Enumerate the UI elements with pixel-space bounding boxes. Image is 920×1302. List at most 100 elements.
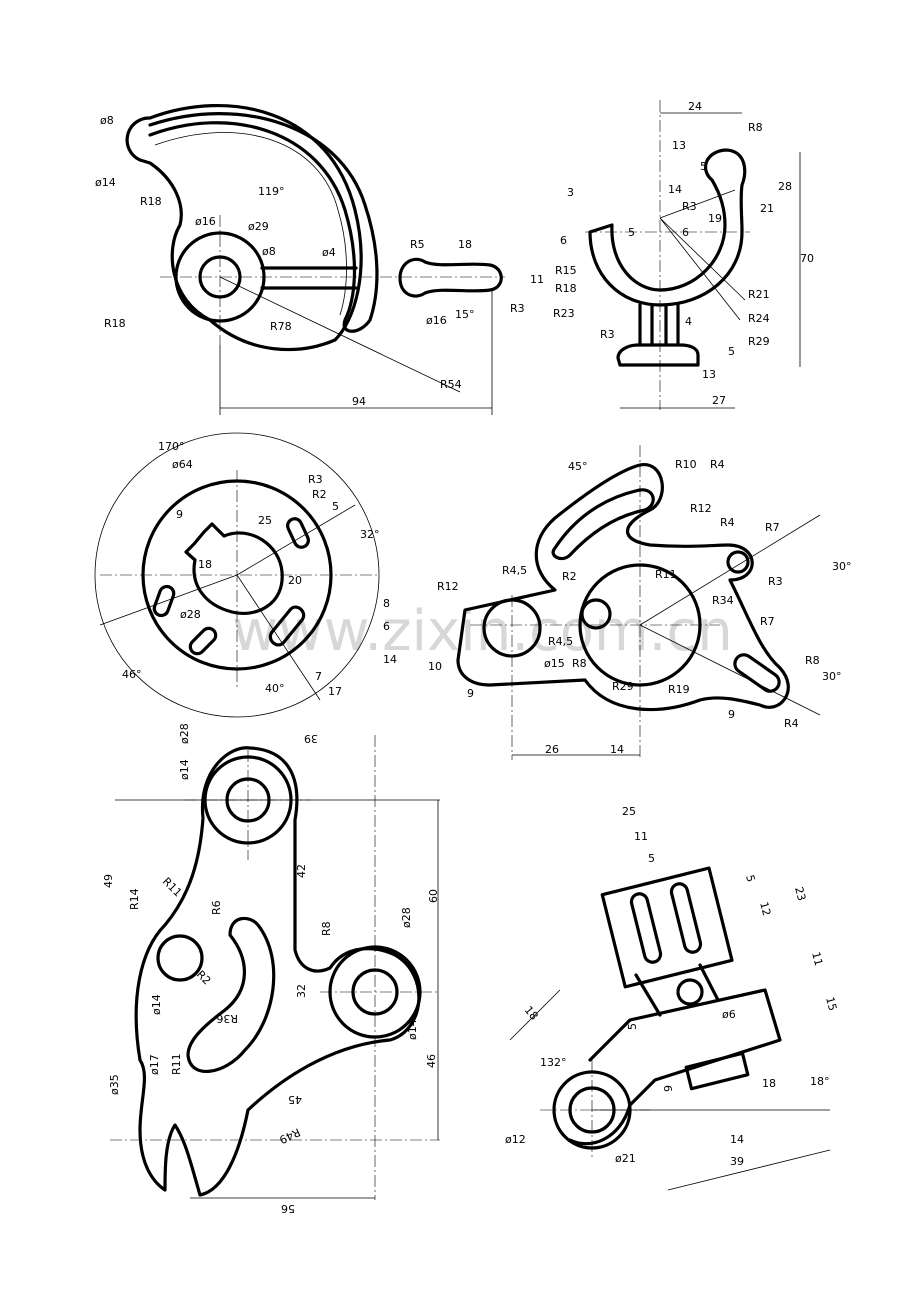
- dim: ø29: [248, 220, 269, 233]
- dim: 39: [304, 732, 318, 745]
- bracket-slot-1: [629, 892, 663, 964]
- dim: R29: [612, 680, 634, 693]
- hook-slot-inner: [154, 132, 347, 316]
- cam-outline: [456, 463, 790, 712]
- dim: R2: [562, 570, 577, 583]
- fork-kidney-slot: [186, 916, 276, 1073]
- dim: ø15: [544, 657, 565, 670]
- dim: ø16: [426, 314, 447, 327]
- dim: 5: [332, 500, 339, 513]
- dim: R3: [308, 473, 323, 486]
- dim: ø17: [148, 1054, 161, 1075]
- dim: ø28: [400, 907, 413, 928]
- drawing-hook-lever: ø8 ø14 R18 ø16 ø29 ø8 119° ø4 R5 18 11 R…: [95, 103, 544, 415]
- dim: 5: [743, 873, 757, 883]
- dim: ø14: [95, 176, 116, 189]
- dim: R78: [270, 320, 292, 333]
- dim: 28: [778, 180, 792, 193]
- dim: R11: [655, 568, 677, 581]
- dim: 11: [809, 950, 825, 967]
- disc-angle-arc: [94, 432, 380, 718]
- dim: ø6: [722, 1008, 736, 1021]
- fork-left-hole: [156, 934, 204, 982]
- dim: R8: [748, 121, 763, 134]
- dim: 4: [685, 315, 692, 328]
- dim: 5: [728, 345, 735, 358]
- dim: 25: [258, 514, 272, 527]
- bracket-hook-profile: [588, 148, 747, 307]
- dim: 6: [383, 620, 390, 633]
- hook-knob: [398, 257, 503, 298]
- dim: 14: [383, 653, 397, 666]
- bracket-tab: [684, 1051, 750, 1091]
- dim: 45: [288, 1093, 302, 1106]
- dim: 9: [728, 708, 735, 721]
- dim: 132°: [540, 1056, 567, 1069]
- hook-slot: [148, 112, 379, 333]
- dim: 70: [800, 252, 814, 265]
- dim: 14: [668, 183, 682, 196]
- dim: R2: [312, 488, 327, 501]
- dim: R34: [712, 594, 734, 607]
- dim: R4,5: [548, 635, 573, 648]
- dim: R8: [320, 921, 333, 936]
- dim: 30°: [832, 560, 852, 573]
- dim: 14: [730, 1133, 744, 1146]
- dim: ø4: [322, 246, 336, 259]
- dim: ø16: [195, 215, 216, 228]
- dim: 27: [712, 394, 726, 407]
- dim: ø8: [100, 114, 114, 127]
- disc-slot-3: [188, 626, 218, 656]
- dim: 18: [762, 1077, 776, 1090]
- dim: 8: [383, 597, 390, 610]
- dim: 9: [662, 1085, 675, 1092]
- dim: R18: [555, 282, 577, 295]
- dim: 9: [176, 508, 183, 521]
- dim: 18: [522, 1004, 541, 1023]
- dim: R24: [748, 312, 770, 325]
- dim: 15°: [455, 308, 475, 321]
- dim: 6: [682, 226, 689, 239]
- bracket-neck: [634, 963, 720, 1017]
- drawing-disc: 170° ø64 R3 R2 5 9 25 32° 18 20 ø28 46° …: [94, 432, 380, 718]
- dim: R8: [572, 657, 587, 670]
- dim: 119°: [258, 185, 285, 198]
- cam-arc-slot: [551, 488, 655, 561]
- dim: R23: [553, 307, 575, 320]
- dim: R12: [690, 502, 712, 515]
- dim: R11: [170, 1053, 183, 1075]
- dim: 18: [198, 558, 212, 571]
- dim: R12: [437, 580, 459, 593]
- dim: R29: [748, 335, 770, 348]
- dim: R14: [128, 888, 141, 910]
- dim: ø12: [505, 1133, 526, 1146]
- dim: 49: [102, 874, 115, 888]
- dim: 25: [622, 805, 636, 818]
- drawing-angled-bracket: 25 11 5 5 23 12 11 15 18 ø6 5 132° 9 18 …: [505, 805, 839, 1191]
- dim: 26: [545, 743, 559, 756]
- dim: 30°: [822, 670, 842, 683]
- dim: 94: [352, 395, 366, 408]
- dim: R7: [765, 521, 780, 534]
- dim: ø28: [178, 723, 191, 744]
- cam-hole-3: [726, 550, 750, 574]
- dim: 23: [792, 885, 808, 902]
- disc-keyhole: [184, 522, 284, 615]
- dim: R7: [760, 615, 775, 628]
- dim: 17: [328, 685, 342, 698]
- dim: 32°: [360, 528, 380, 541]
- dim: 18°: [810, 1075, 830, 1088]
- dim: R54: [440, 378, 462, 391]
- dim: 15: [823, 995, 839, 1012]
- dim: 14: [610, 743, 624, 756]
- dim: R5: [410, 238, 425, 251]
- bracket-slot-2: [669, 882, 703, 954]
- dim: 11: [634, 830, 648, 843]
- dim: 19: [708, 212, 722, 225]
- dim: ø8: [262, 245, 276, 258]
- dim: ø14: [150, 994, 163, 1015]
- dim: R18: [140, 195, 162, 208]
- dim: R3: [510, 302, 525, 315]
- dim: 32: [295, 984, 308, 998]
